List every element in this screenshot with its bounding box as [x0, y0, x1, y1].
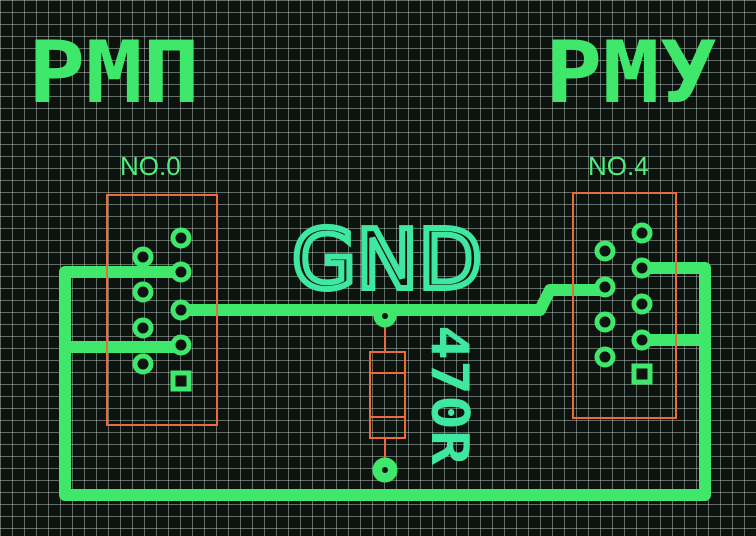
- resistor-value-label: 470R: [419, 325, 479, 466]
- right-connector-outline: [572, 192, 677, 419]
- gnd-label: GND: [292, 213, 482, 308]
- left-connector-outline: [106, 194, 218, 426]
- left-connector-label: NO.0: [120, 151, 181, 181]
- title-left: PMП: [28, 23, 200, 123]
- resistor-body: [369, 351, 406, 439]
- silkscreen: [106, 192, 677, 470]
- outer-trace[interactable]: [59, 262, 711, 501]
- title-right: PMУ: [545, 23, 717, 123]
- pads: [132, 222, 653, 483]
- right-connector-label: NO.4: [588, 151, 649, 181]
- gnd-trace[interactable]: [181, 284, 605, 316]
